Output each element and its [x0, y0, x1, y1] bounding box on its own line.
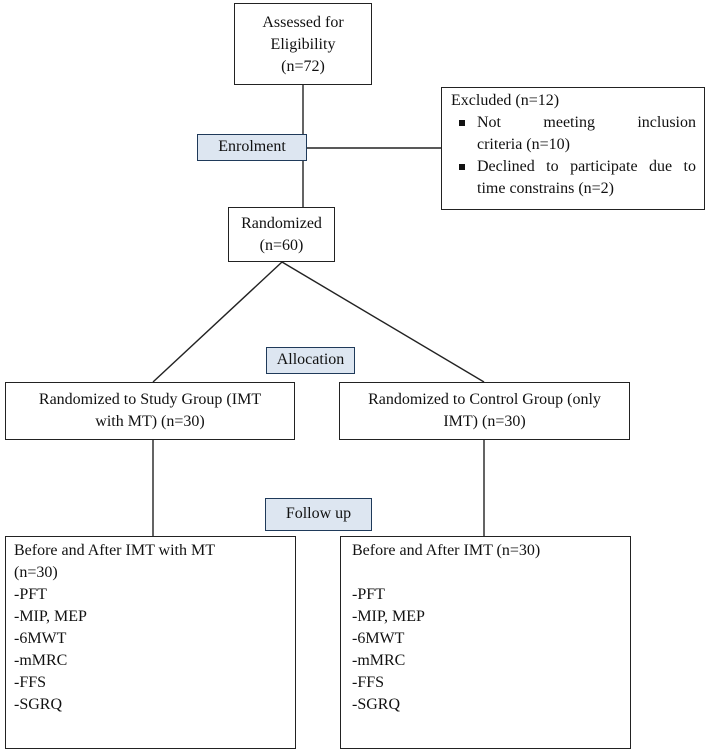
- study-group-line2: with MT) (n=30): [95, 413, 205, 430]
- excluded-reason-criteria-line2: criteria (n=10): [477, 136, 570, 153]
- excluded-box: Excluded (n=12) Not meeting inclusion cr…: [441, 87, 705, 210]
- allocation-label: Allocation: [266, 347, 355, 374]
- control-outcome-item: -MIP, MEP: [352, 608, 425, 625]
- study-outcome-item: -6MWT: [14, 630, 67, 647]
- assessed-line1: Assessed for: [262, 14, 344, 31]
- assessed-line2: Eligibility: [270, 36, 336, 53]
- study-outcome-item: -mMRC: [14, 652, 68, 669]
- connector-randomized-control: [281, 261, 485, 383]
- control-group-box: Randomized to Control Group (only IMT) (…: [339, 382, 630, 440]
- control-followup-box: Before and After IMT (n=30) -PFT -MIP, M…: [340, 536, 631, 749]
- excluded-reason-declined-line1: Declined to participate due to: [477, 158, 696, 175]
- study-group-line1: Randomized to Study Group (IMT: [38, 391, 262, 408]
- randomized-line1: Randomized: [241, 215, 322, 232]
- control-outcome-item: -PFT: [352, 586, 385, 603]
- control-outcome-list: -PFT -MIP, MEP -6MWT -mMRC -FFS -SGRQ: [352, 584, 630, 716]
- excluded-reason-criteria: Not meeting inclusion criteria (n=10): [451, 112, 696, 156]
- control-outcome-item: -SGRQ: [352, 696, 401, 713]
- study-followup-line2: (n=30): [14, 564, 58, 581]
- control-outcome-item: -mMRC: [352, 652, 406, 669]
- control-followup-line1: Before and After IMT (n=30): [352, 542, 541, 559]
- control-group-line1: Randomized to Control Group (only: [368, 391, 601, 408]
- study-followup-line1: Before and After IMT with MT: [14, 542, 215, 559]
- control-group-line2: IMT) (n=30): [443, 413, 526, 430]
- enrolment-label: Enrolment: [197, 134, 307, 161]
- follow-up-label: Follow up: [265, 498, 372, 531]
- connector-randomized-study: [152, 261, 283, 383]
- randomized-box: Randomized (n=60): [228, 207, 335, 262]
- study-followup-box: Before and After IMT with MT (n=30) -PFT…: [5, 536, 296, 749]
- excluded-reason-criteria-line1: Not meeting inclusion: [477, 114, 696, 131]
- excluded-reason-declined-line2: time constrains (n=2): [477, 180, 614, 197]
- assessed-box: Assessed for Eligibility (n=72): [234, 3, 372, 85]
- control-followup-spacer: [352, 562, 630, 584]
- study-outcome-item: -SGRQ: [14, 696, 63, 713]
- control-outcome-item: -FFS: [352, 674, 385, 691]
- study-outcome-item: -MIP, MEP: [14, 608, 87, 625]
- randomized-line2: (n=60): [259, 237, 304, 254]
- study-outcome-item: -PFT: [14, 586, 47, 603]
- control-outcome-item: -6MWT: [352, 630, 405, 647]
- study-group-box: Randomized to Study Group (IMT with MT) …: [5, 382, 295, 440]
- excluded-title: Excluded (n=12): [451, 92, 560, 109]
- study-outcome-item: -FFS: [14, 674, 47, 691]
- study-outcome-list: -PFT -MIP, MEP -6MWT -mMRC -FFS -SGRQ: [14, 584, 295, 716]
- excluded-reason-declined: Declined to participate due to time cons…: [451, 156, 696, 200]
- assessed-line3: (n=72): [281, 58, 325, 75]
